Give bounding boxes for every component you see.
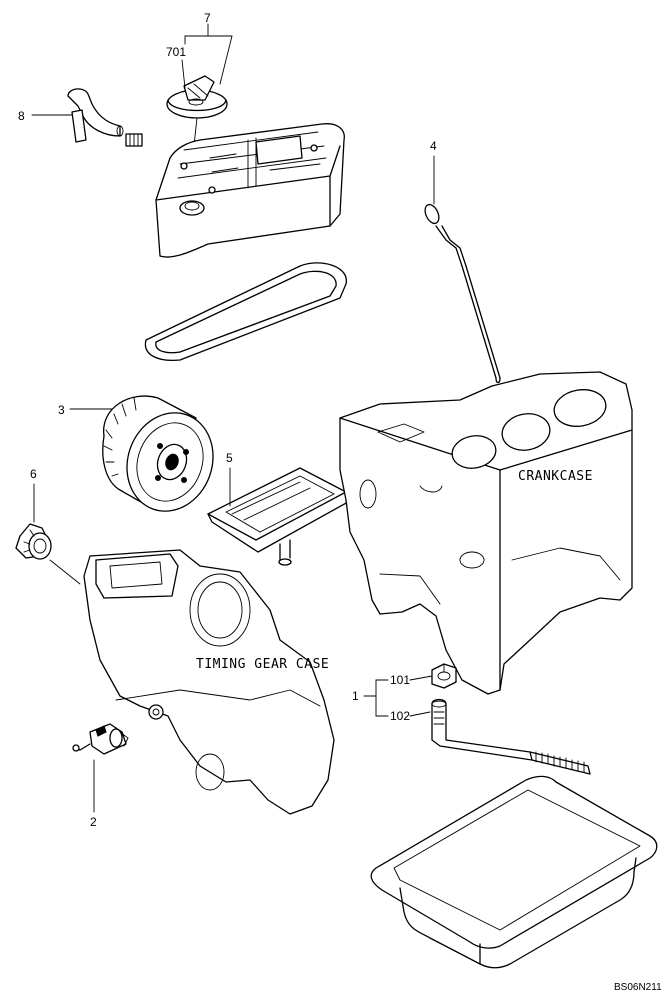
callout-1: 1 101 102 <box>352 673 433 723</box>
callout-3: 3 <box>58 403 113 417</box>
callout-label-3: 3 <box>58 403 65 417</box>
callout-8: 8 <box>18 109 73 123</box>
breather-hose <box>67 88 143 147</box>
callout-4: 4 <box>430 139 437 205</box>
dipstick <box>424 203 501 384</box>
callout-6: 6 <box>30 467 81 585</box>
oil-strainer <box>207 467 349 566</box>
valve-cover <box>155 123 345 258</box>
crankcase: CRANKCASE <box>339 371 633 695</box>
callout-label-4: 4 <box>430 139 437 153</box>
oil-pan <box>370 775 658 969</box>
oil-pressure-switch <box>72 723 129 755</box>
callout-label-6: 6 <box>30 467 37 481</box>
callout-5: 5 <box>226 451 233 507</box>
callout-label-7: 7 <box>204 11 211 25</box>
crankcase-label: CRANKCASE <box>518 469 593 484</box>
callout-label-2: 2 <box>90 815 97 829</box>
callout-label-101: 101 <box>390 673 410 687</box>
callout-label-102: 102 <box>390 709 410 723</box>
oil-filler-cap <box>166 75 228 119</box>
callout-label-8: 8 <box>18 109 25 123</box>
valve-cover-gasket <box>144 262 347 362</box>
oil-plug <box>15 523 52 560</box>
timing-gear-case: TIMING GEAR CASE <box>83 549 335 815</box>
oil-filter <box>102 395 214 512</box>
figure-code: BS06N211 <box>614 982 662 993</box>
callout-2: 2 <box>90 759 97 829</box>
callout-label-1: 1 <box>352 689 359 703</box>
callout-label-5: 5 <box>226 451 233 465</box>
drain-pipe <box>431 698 591 775</box>
drain-nut <box>431 663 457 689</box>
callout-label-701: 701 <box>166 45 186 59</box>
timing-gear-case-label: TIMING GEAR CASE <box>196 657 329 672</box>
